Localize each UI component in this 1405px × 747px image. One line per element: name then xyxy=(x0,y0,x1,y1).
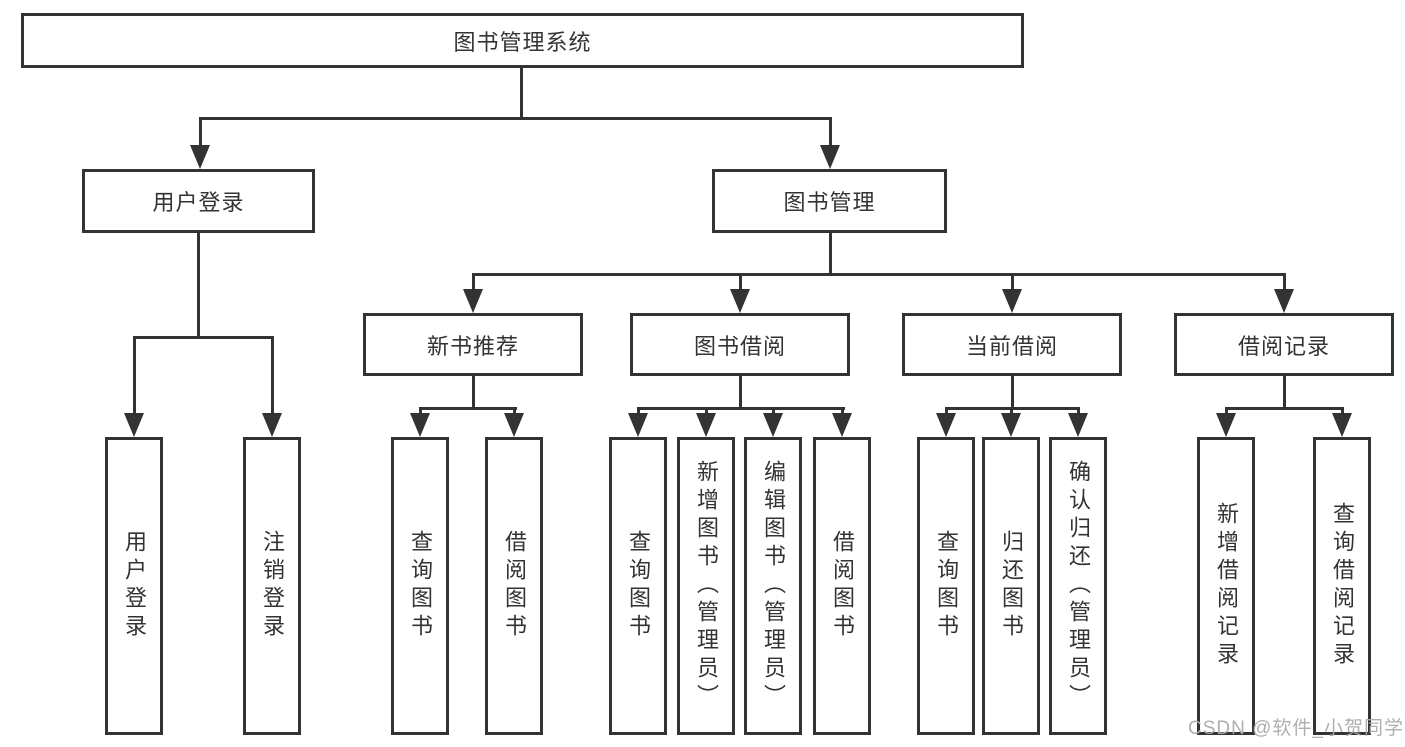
leaf-user-login: 用户登录 xyxy=(105,437,163,735)
connector-vline xyxy=(1341,407,1344,415)
leaf-edit-book-admin-label: 编辑图书（管理员） xyxy=(761,460,786,712)
leaf-borrow-books-recommend: 借阅图书 xyxy=(485,437,543,735)
node-borrowing-records: 借阅记录 xyxy=(1174,313,1394,376)
connector-vline xyxy=(1077,407,1080,415)
connector-vline xyxy=(1011,376,1014,407)
leaf-borrow-books-borrowing-label: 借阅图书 xyxy=(830,530,855,642)
leaf-user-login-label: 用户登录 xyxy=(122,530,147,642)
connector-vline xyxy=(772,407,775,415)
arrowhead-down-icon xyxy=(832,413,852,437)
connector-vline xyxy=(829,232,832,273)
node-current-borrowing-label: 当前借阅 xyxy=(965,333,1058,359)
connector-vline xyxy=(1283,376,1286,407)
connector-vline xyxy=(133,336,136,415)
arrowhead-down-icon xyxy=(1002,289,1022,313)
leaf-borrow-books-borrowing: 借阅图书 xyxy=(813,437,871,735)
connector-hline xyxy=(419,407,517,410)
node-borrowing-records-label: 借阅记录 xyxy=(1237,333,1330,359)
arrowhead-down-icon xyxy=(262,413,282,437)
node-user-login-label: 用户登录 xyxy=(152,190,245,215)
node-user-login: 用户登录 xyxy=(82,169,315,233)
arrowhead-down-icon xyxy=(1332,413,1352,437)
connector-hline xyxy=(199,117,832,120)
arrowhead-down-icon xyxy=(763,413,783,437)
arrowhead-down-icon xyxy=(730,289,750,313)
node-book-management-label: 图书管理 xyxy=(783,190,876,215)
connector-vline xyxy=(637,407,640,415)
arrowhead-down-icon xyxy=(504,413,524,437)
node-book-borrowing-label: 图书借阅 xyxy=(693,333,786,359)
arrowhead-down-icon xyxy=(410,413,430,437)
leaf-borrow-books-recommend-label: 借阅图书 xyxy=(502,530,527,642)
connector-hline xyxy=(472,273,1286,276)
connector-vline xyxy=(1010,407,1013,415)
arrowhead-down-icon xyxy=(190,145,210,169)
arrowhead-down-icon xyxy=(1068,413,1088,437)
leaf-query-books-recommend-label: 查询图书 xyxy=(408,530,433,642)
leaf-query-books-current-label: 查询图书 xyxy=(934,530,959,642)
connector-vline xyxy=(829,117,832,147)
leaf-add-book-admin-label: 新增图书（管理员） xyxy=(694,460,719,712)
connector-vline xyxy=(520,66,523,117)
leaf-add-book-admin: 新增图书（管理员） xyxy=(677,437,735,735)
leaf-query-books-borrowing-label: 查询图书 xyxy=(626,530,651,642)
arrowhead-down-icon xyxy=(463,289,483,313)
arrowhead-down-icon xyxy=(1001,413,1021,437)
node-library-system: 图书管理系统 xyxy=(21,13,1024,68)
node-book-borrowing: 图书借阅 xyxy=(630,313,850,376)
connector-hline xyxy=(133,336,274,339)
connector-vline xyxy=(271,336,274,415)
connector-vline xyxy=(739,376,742,407)
node-new-book-recommendation: 新书推荐 xyxy=(363,313,583,376)
connector-vline xyxy=(1283,273,1286,291)
arrowhead-down-icon xyxy=(1274,289,1294,313)
arrowhead-down-icon xyxy=(124,413,144,437)
connector-vline xyxy=(945,407,948,415)
connector-vline xyxy=(1225,407,1228,415)
arrowhead-down-icon xyxy=(696,413,716,437)
connector-vline xyxy=(472,376,475,407)
node-library-system-label: 图书管理系统 xyxy=(453,29,592,55)
connector-vline xyxy=(739,273,742,291)
leaf-query-books-recommend: 查询图书 xyxy=(391,437,449,735)
connector-vline xyxy=(419,407,422,415)
connector-hline xyxy=(637,407,845,410)
arrowhead-down-icon xyxy=(820,145,840,169)
connector-vline xyxy=(199,117,202,147)
node-current-borrowing: 当前借阅 xyxy=(902,313,1122,376)
leaf-add-borrow-record: 新增借阅记录 xyxy=(1197,437,1255,735)
leaf-edit-book-admin: 编辑图书（管理员） xyxy=(744,437,802,735)
node-new-book-recommendation-label: 新书推荐 xyxy=(426,333,519,359)
leaf-logout: 注销登录 xyxy=(243,437,301,735)
arrowhead-down-icon xyxy=(1216,413,1236,437)
arrowhead-down-icon xyxy=(628,413,648,437)
node-book-management: 图书管理 xyxy=(712,169,947,233)
leaf-query-borrow-record: 查询借阅记录 xyxy=(1313,437,1371,735)
connector-vline xyxy=(472,273,475,291)
connector-vline xyxy=(513,407,516,415)
leaf-logout-label: 注销登录 xyxy=(260,530,285,642)
connector-hline xyxy=(1225,407,1344,410)
arrowhead-down-icon xyxy=(936,413,956,437)
leaf-query-borrow-record-label: 查询借阅记录 xyxy=(1330,502,1355,670)
leaf-confirm-return-admin-label: 确认归还（管理员） xyxy=(1066,460,1091,712)
watermark-text: CSDN @软件_小贺同学 xyxy=(1188,718,1404,739)
connector-vline xyxy=(1011,273,1014,291)
leaf-confirm-return-admin: 确认归还（管理员） xyxy=(1049,437,1107,735)
connector-vline xyxy=(705,407,708,415)
leaf-add-borrow-record-label: 新增借阅记录 xyxy=(1214,502,1239,670)
connector-vline xyxy=(197,233,200,336)
leaf-return-books-label: 归还图书 xyxy=(999,530,1024,642)
connector-vline xyxy=(841,407,844,415)
leaf-return-books: 归还图书 xyxy=(982,437,1040,735)
leaf-query-books-borrowing: 查询图书 xyxy=(609,437,667,735)
leaf-query-books-current: 查询图书 xyxy=(917,437,975,735)
